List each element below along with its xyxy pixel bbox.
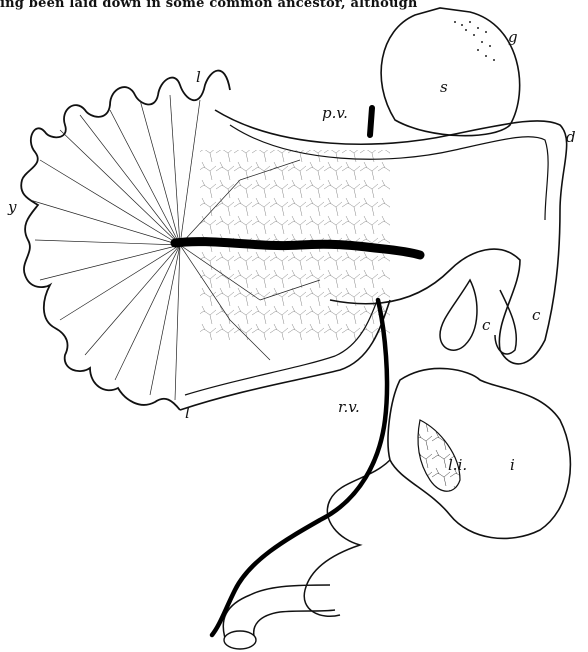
label-y: y [7,198,17,216]
portal-vein [370,108,372,135]
label-g: g [508,28,518,46]
label-rv: r.v. [338,398,360,416]
label-l-bottom: l [185,404,190,422]
colon-loop [304,460,390,616]
gland-dots [454,21,495,61]
large-intestine [388,368,570,538]
label-c-right: c [532,306,541,324]
caecum [440,280,516,354]
label-d: d [566,128,576,146]
label-l-top: l [196,68,201,86]
label-s: s [440,78,448,96]
label-pv: p.v. [322,104,348,122]
stomach [381,8,520,136]
tube-opening [224,631,256,649]
label-c-left: c [482,316,491,334]
label-li: l.i. [448,456,467,474]
label-i: i [510,456,515,474]
